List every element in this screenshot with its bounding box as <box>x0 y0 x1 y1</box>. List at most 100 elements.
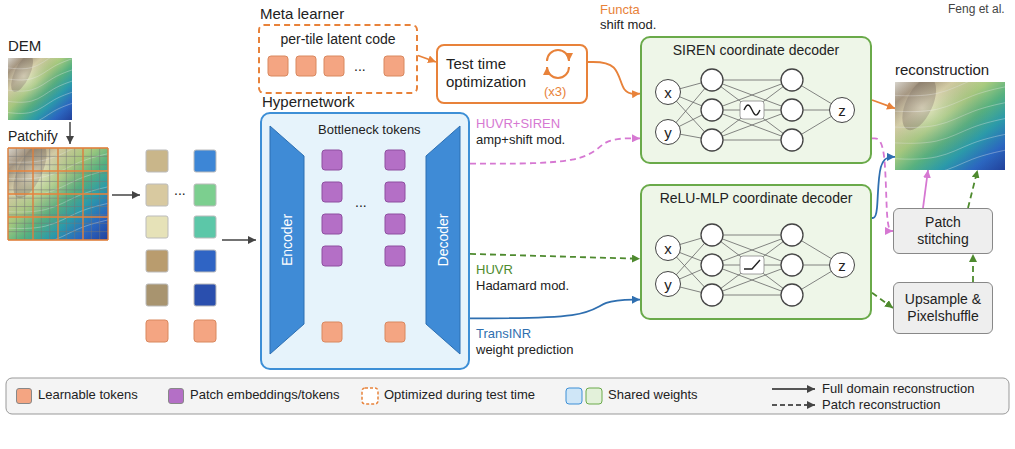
legend-text: Full domain reconstruction <box>822 381 974 396</box>
group-label: Bottleneck tokens <box>318 122 421 137</box>
hidden-neuron <box>781 129 803 151</box>
hidden-neuron <box>701 224 723 246</box>
hidden-neuron <box>701 99 723 121</box>
meta-learner-box: Meta learnerper-tile latent code <box>258 24 418 94</box>
connector-arrow <box>470 254 640 259</box>
activation-symbol <box>744 260 760 269</box>
node-text: x <box>664 85 672 100</box>
neuron-circle: z <box>829 252 855 278</box>
patch-token <box>322 182 342 202</box>
node-text: per-tile latent code <box>260 31 416 47</box>
patch-token <box>385 246 405 266</box>
patch-token <box>385 150 405 170</box>
decoder-box: x y z SIREN coordinate decoder <box>640 36 872 164</box>
mlp-wires <box>668 80 842 140</box>
node-heading: Hypernetwork <box>262 93 355 110</box>
neuron-circle: z <box>829 97 855 123</box>
ellipsis: ... <box>174 182 186 198</box>
terrain-image <box>895 82 1005 170</box>
hidden-neuron <box>781 69 803 91</box>
latent-token <box>324 56 344 76</box>
node-text: Encoder <box>279 214 295 266</box>
latent-token <box>296 56 316 76</box>
legend-swatch <box>168 388 184 404</box>
hidden-neuron <box>781 284 803 306</box>
cycle-icon <box>547 50 569 61</box>
patch-token <box>322 150 342 170</box>
neuron-circle: y <box>655 119 681 145</box>
flow-arrow <box>70 122 256 240</box>
connector-arrow <box>968 170 978 208</box>
hidden-neuron <box>781 254 803 276</box>
hidden-neuron <box>701 254 723 276</box>
terrain-image <box>8 148 108 240</box>
patch-token <box>322 246 342 266</box>
node-text: z <box>838 258 846 273</box>
terrain-image <box>8 58 72 120</box>
legend-swatch <box>16 388 32 404</box>
connector-arrow <box>972 254 974 282</box>
node-heading: reconstruction <box>895 61 989 78</box>
legend-text: Patch reconstruction <box>822 397 941 412</box>
hypernetwork-box: EncoderDecoderHypernetwork <box>260 112 470 370</box>
node-text: SIREN coordinate decoder <box>642 42 870 58</box>
patch-token <box>385 214 405 234</box>
method-name: Functa <box>600 2 640 17</box>
connector-arrow <box>923 170 928 208</box>
neuron-circle: x <box>655 79 681 105</box>
latent-token <box>268 56 288 76</box>
neuron-circle: y <box>655 271 681 297</box>
connector-arrow <box>872 100 895 108</box>
activation-symbol <box>744 105 760 115</box>
connector-arrow <box>872 293 893 308</box>
hidden-neuron <box>701 284 723 306</box>
trapezoid-block: Decoder <box>426 126 460 354</box>
node-text: x <box>664 241 672 256</box>
node-text: y <box>664 277 672 292</box>
node-heading: DEM <box>8 37 41 54</box>
connector-arrow <box>470 300 640 319</box>
neuron-circle: x <box>655 235 681 261</box>
image-panel: reconstruction <box>895 82 1005 170</box>
method-name: TransINR <box>476 326 531 341</box>
edge-label: Hadamard mod. <box>476 278 569 293</box>
legend-text: Learnable tokens <box>38 387 138 402</box>
decoder-box: x y z ReLU-MLP coordinate decoder <box>640 184 872 320</box>
node-text: (x3) <box>544 84 566 99</box>
node-text: Upsample & Pixelshuffle <box>900 291 986 325</box>
patch-token <box>385 182 405 202</box>
legend-text: Patch embeddings/tokens <box>190 387 340 402</box>
process-box: Test time optimization (x3) <box>436 44 588 104</box>
connector-arrow <box>872 157 895 218</box>
node-art <box>8 58 72 120</box>
legend-text: Optimized during test time <box>384 387 535 402</box>
connector-arrow <box>588 62 640 94</box>
patch-tiles <box>146 150 216 342</box>
activation-box <box>740 101 764 119</box>
node-text: Decoder <box>435 214 451 267</box>
hidden-neuron <box>701 129 723 151</box>
node-text: ReLU-MLP coordinate decoder <box>642 190 870 206</box>
cycle-icon <box>547 67 569 78</box>
edge-label: shift mod. <box>600 17 656 32</box>
node-text: Test time optimization <box>446 55 540 91</box>
node-text: z <box>838 103 846 118</box>
patch-grid <box>3 136 113 245</box>
node-text: Patch stitching <box>900 214 986 248</box>
node-text: y <box>664 125 672 140</box>
hidden-neuron <box>781 224 803 246</box>
mlp-wires <box>668 235 842 295</box>
learnable-token <box>385 322 405 342</box>
author-note: Feng et al. <box>948 2 1005 16</box>
process-box: Upsample & Pixelshuffle <box>893 282 993 334</box>
ellipsis: ... <box>354 58 366 74</box>
legend-text: Shared weights <box>608 387 698 402</box>
activation-box <box>740 256 764 274</box>
method-name: HUVR+SIREN <box>476 116 560 131</box>
process-box: Patch stitching <box>893 208 993 254</box>
learnable-token <box>322 322 342 342</box>
trapezoid <box>270 126 304 354</box>
hidden-neuron <box>701 69 723 91</box>
